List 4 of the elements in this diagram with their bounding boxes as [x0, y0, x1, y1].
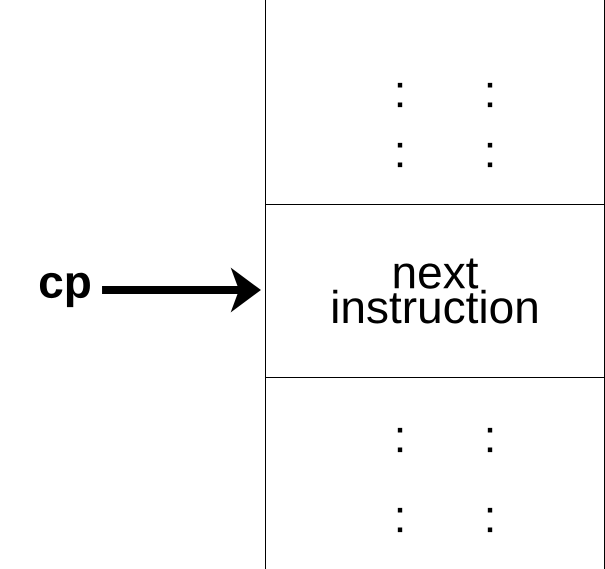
memory-cell: : : : :: [265, 0, 605, 205]
pointer-label: cp: [40, 272, 90, 308]
memory-cell: : : : :: [265, 376, 605, 569]
instruction-cell: next instruction: [265, 204, 605, 378]
